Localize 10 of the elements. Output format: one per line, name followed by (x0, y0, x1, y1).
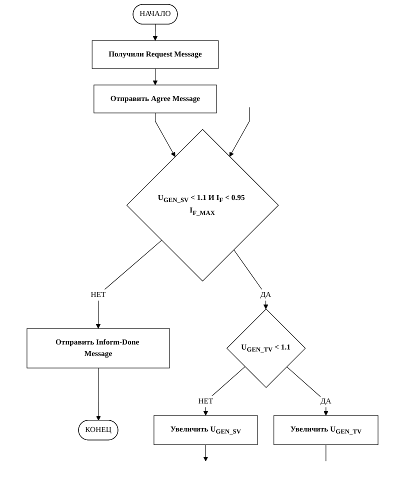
arrow (203, 366, 246, 416)
arrow (96, 240, 162, 329)
arrow (152, 68, 158, 86)
arrow (203, 444, 208, 462)
arrow (154, 112, 176, 157)
arrow (229, 106, 250, 157)
arrow (152, 24, 158, 41)
arrow (96, 368, 101, 421)
arrow (233, 249, 268, 310)
arrow (286, 366, 328, 416)
